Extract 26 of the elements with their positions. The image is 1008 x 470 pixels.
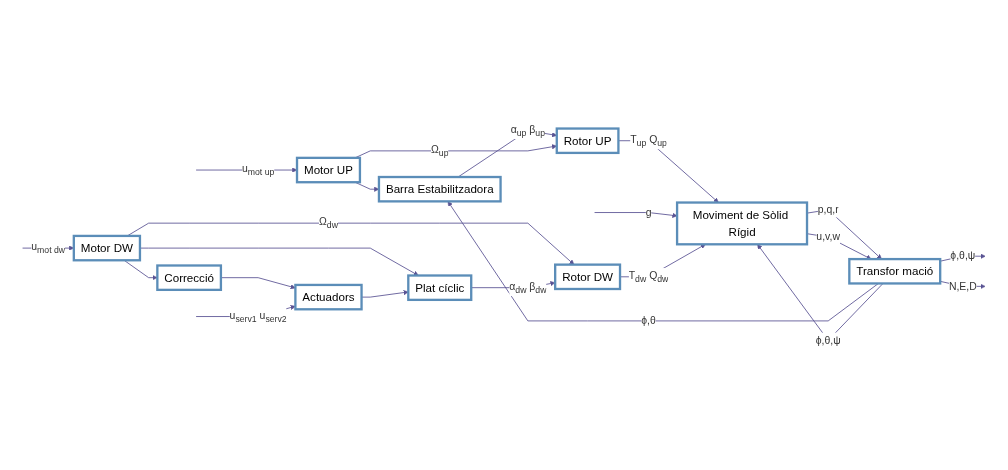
edge-label: u$_{serv1}$ u$_{serv2}$ — [229, 309, 287, 324]
edge-label: u$_{mot dw}$ — [31, 241, 66, 255]
edge-label: T$_{up}$ Q$_{up}$ — [630, 133, 667, 148]
node-box: Transfor mació — [848, 257, 942, 285]
edge-label: u$_{mot up}$ — [241, 163, 275, 177]
node-box: Rotor UP — [555, 127, 620, 155]
edge-label: Ω$_{up}$ — [431, 143, 449, 158]
edge-label: ϕ,θ,ψ — [815, 334, 841, 346]
node-box: Correcció — [156, 264, 223, 292]
node-box: Rotor DW — [554, 263, 622, 291]
edge-label: T$_{dw}$ Q$_{dw}$ — [628, 269, 669, 284]
edge-label: ϕ,θ — [641, 314, 656, 327]
node-box: Motor DW — [72, 234, 142, 262]
edge-label: N,E,D — [948, 280, 977, 292]
edge-label: α$_{dw}$ β$_{dw}$ — [509, 280, 547, 295]
edge-label: g — [645, 206, 652, 219]
node-box: Actuadors — [294, 283, 363, 311]
edge-label: Ω$_{dw}$ — [319, 216, 338, 230]
node-box: Plat cíclic — [407, 274, 473, 302]
edge-label: ϕ,θ,ψ — [950, 250, 976, 262]
edge-label: u,v,w — [816, 230, 840, 243]
edge-label: p,q,r — [817, 203, 839, 216]
node-box: Motor UP — [295, 156, 362, 184]
node-box: Barra Estabilitzadora — [377, 175, 502, 203]
node-box: Moviment de Sòlid Rígid — [675, 201, 809, 246]
edge-label: α$_{up}$ β$_{up}$ — [510, 123, 546, 138]
